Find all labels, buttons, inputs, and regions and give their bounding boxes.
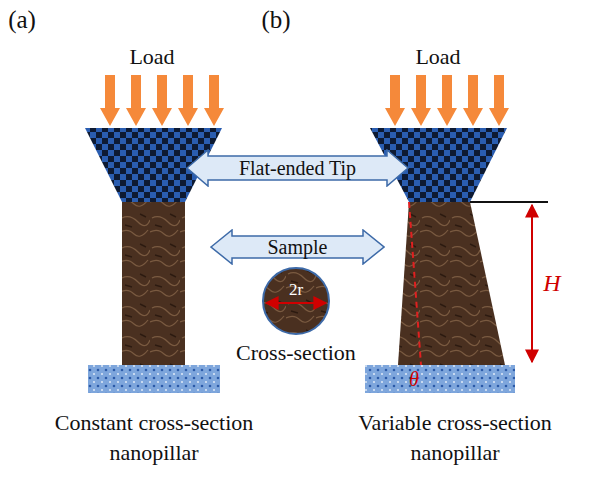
height-arrow (531, 205, 533, 362)
label: Constant cross-section nanopillar (29, 408, 279, 467)
pillar (398, 202, 505, 365)
cross-section-circle: 2rCross-section (226, 266, 366, 366)
load-arrow (489, 75, 509, 126)
arrow-label: Flat-ended Tip (186, 149, 409, 187)
load-arrow (152, 75, 172, 126)
diameter-label: 2r (289, 280, 303, 300)
circle-heading: Cross-section (236, 340, 356, 366)
substrate (88, 365, 220, 393)
substrate (365, 365, 515, 393)
double-arrow: Sample (210, 229, 385, 265)
load-arrow (178, 75, 198, 126)
load-arrow (100, 75, 120, 126)
load-arrow (385, 75, 405, 126)
label: (a) (8, 6, 36, 35)
label: Load (415, 44, 460, 69)
load-arrow (411, 75, 431, 126)
load-arrow (463, 75, 483, 126)
label: (b) (261, 6, 290, 35)
label: Load (129, 44, 174, 69)
load-arrow (126, 75, 146, 126)
load-arrow (437, 75, 457, 126)
height-line (470, 201, 548, 203)
double-arrow: Flat-ended Tip (186, 149, 409, 187)
arrow-label: Sample (210, 229, 385, 265)
label: θ (409, 368, 419, 391)
dashed-line (409, 202, 421, 365)
label: H (543, 270, 560, 298)
pillar (122, 202, 185, 365)
load-arrow (204, 75, 224, 126)
label: Variable cross-section nanopillar (330, 408, 580, 467)
load-arrows (100, 75, 509, 126)
